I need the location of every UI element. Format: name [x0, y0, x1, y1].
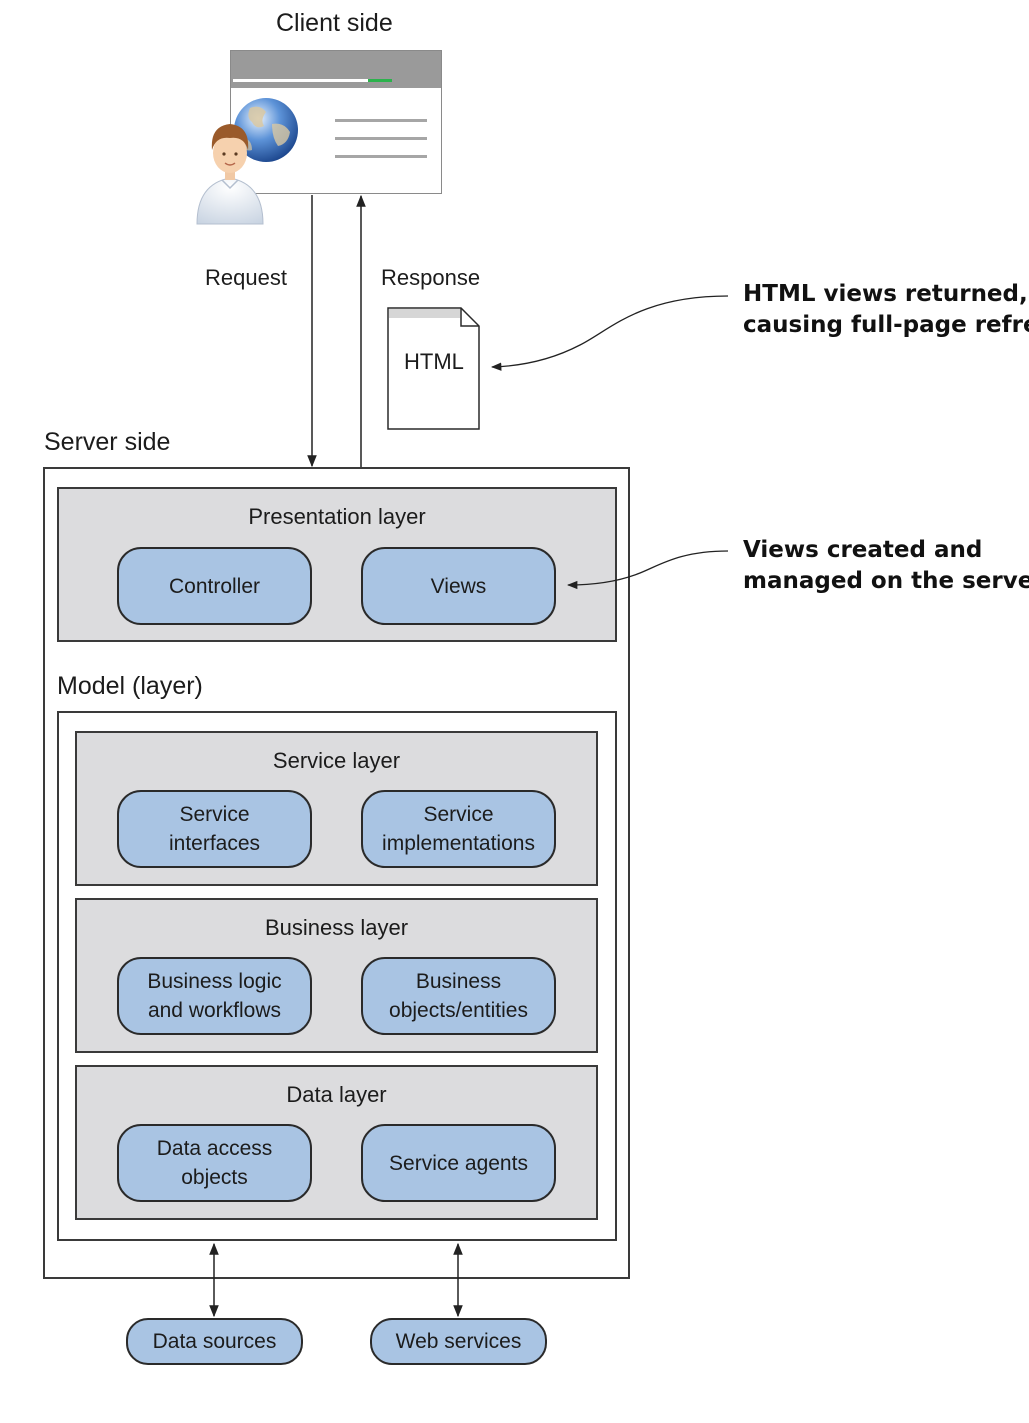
views-server-note-line1: Views created and — [743, 537, 983, 563]
data-sources-box: Data sources — [126, 1318, 303, 1365]
client-side-title: Client side — [276, 9, 393, 37]
business-objects-line1: Business — [415, 970, 502, 993]
browser-text-line — [335, 137, 427, 140]
service-implementations-line2: implementations — [382, 832, 535, 855]
service-agents-box: Service agents — [361, 1124, 556, 1202]
data-layer-title: Data layer — [286, 1082, 387, 1107]
business-objects-box: Business objects/entities — [361, 957, 556, 1035]
browser-address-bar — [233, 79, 368, 82]
html-document-label: HTML — [404, 349, 464, 374]
controller-label: Controller — [168, 574, 261, 598]
views-label: Views — [430, 574, 487, 598]
data-sources-label: Data sources — [152, 1330, 277, 1353]
controller-box: Controller — [117, 547, 312, 625]
html-views-note-line2: causing full-page refresh — [743, 312, 1029, 338]
html-note-pointer — [490, 295, 729, 371]
service-interfaces-box: Service interfaces — [117, 790, 312, 868]
data-access-objects-line1: Data access — [156, 1137, 273, 1160]
browser-text-line — [335, 155, 427, 158]
service-agents-label: Service agents — [389, 1151, 528, 1175]
business-layer-title: Business layer — [264, 915, 409, 940]
service-interfaces-line2: interfaces — [168, 832, 261, 855]
data-access-objects-box: Data access objects — [117, 1124, 312, 1202]
user-icon — [196, 124, 264, 225]
views-box: Views — [361, 547, 556, 625]
html-views-note-line1: HTML views returned, — [743, 281, 1028, 307]
service-implementations-line1: Service — [423, 803, 494, 826]
views-note-pointer — [566, 550, 729, 590]
web-services-label: Web services — [395, 1330, 522, 1353]
response-label: Response — [381, 265, 481, 290]
browser-window — [230, 50, 442, 194]
business-logic-line2: and workflows — [147, 999, 282, 1022]
business-logic-box: Business logic and workflows — [117, 957, 312, 1035]
data-access-objects-line2: objects — [181, 1166, 248, 1189]
service-interfaces-line1: Service — [179, 803, 250, 826]
server-side-title: Server side — [44, 428, 171, 456]
browser-text-line — [335, 119, 427, 122]
service-layer-title: Service layer — [272, 748, 401, 773]
request-label: Request — [205, 265, 287, 290]
views-server-note: Views created and managed on the server — [743, 535, 1029, 597]
business-logic-line1: Business logic — [147, 970, 282, 993]
web-services-box: Web services — [370, 1318, 547, 1365]
presentation-layer-title: Presentation layer — [248, 504, 426, 529]
service-implementations-box: Service implementations — [361, 790, 556, 868]
model-layer-title: Model (layer) — [57, 672, 203, 700]
business-objects-line2: objects/entities — [389, 999, 528, 1022]
browser-progress-bar — [368, 79, 392, 82]
views-server-note-line2: managed on the server — [743, 568, 1029, 594]
html-views-note: HTML views returned, causing full-page r… — [743, 279, 1029, 341]
